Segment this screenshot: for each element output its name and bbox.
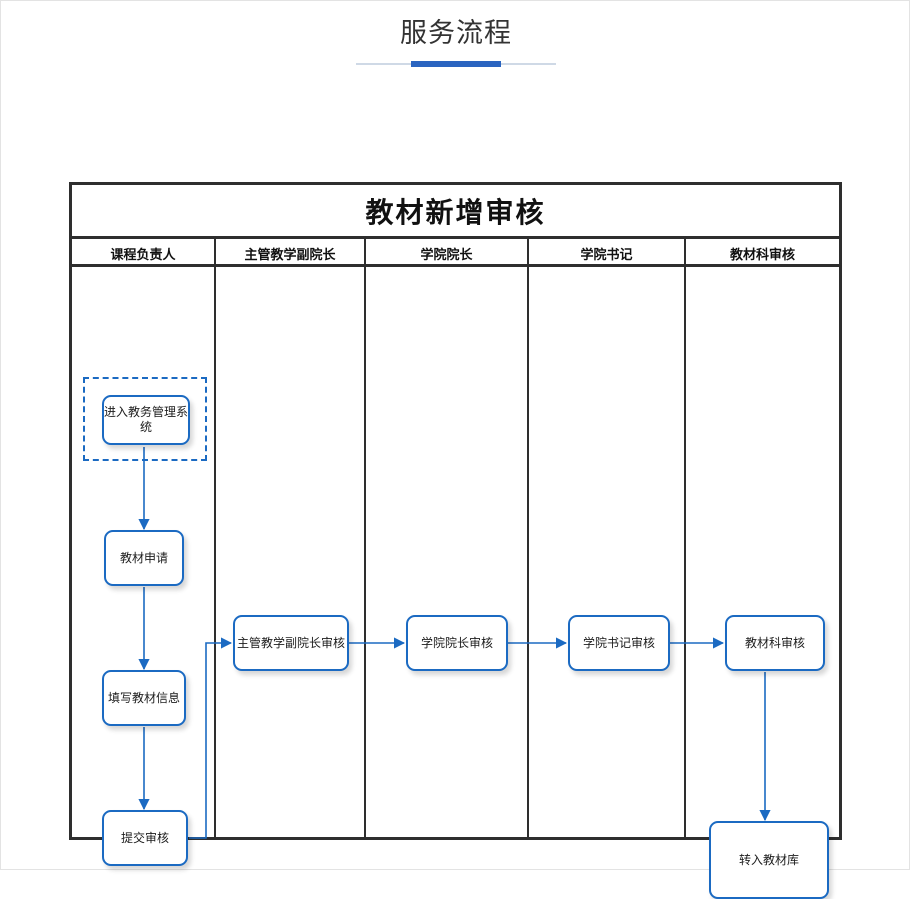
connector-layer <box>138 447 771 839</box>
node-enter-system[interactable]: 进入教务管理系统 <box>102 395 190 445</box>
lane-divider-1 <box>214 267 216 837</box>
lane-header-textbook-dept: 教材科审核 <box>684 239 839 267</box>
lane-divider-2 <box>364 267 366 837</box>
lane-header-course-owner: 课程负责人 <box>110 247 176 263</box>
lane-header-dean: 学院院长 <box>364 239 527 267</box>
lane-divider-3 <box>527 267 529 837</box>
node-dept-review[interactable]: 教材科审核 <box>725 615 825 671</box>
node-secretary-review[interactable]: 学院书记审核 <box>568 615 670 671</box>
edge-submit-review-to-vice-dean-review <box>189 637 233 839</box>
title-underline-accent <box>411 61 501 67</box>
lane-divider-4 <box>684 267 686 837</box>
flowchart-frame: 教材新增审核 课程负责人 主管教学副院长 学院院长 学院书记 教材科审核 <box>69 182 842 899</box>
node-apply[interactable]: 教材申请 <box>104 530 184 586</box>
lane-header-vice-dean: 主管教学副院长 <box>214 239 364 267</box>
node-fill-info[interactable]: 填写教材信息 <box>102 670 186 726</box>
page-title: 服务流程 <box>400 18 512 49</box>
lane-header-secretary: 学院书记 <box>527 239 684 267</box>
node-vice-dean-review[interactable]: 主管教学副院长审核 <box>233 615 349 671</box>
node-into-library[interactable]: 转入教材库 <box>709 821 829 899</box>
lane-header-row: 课程负责人 主管教学副院长 学院院长 学院书记 教材科审核 <box>72 239 839 267</box>
flowchart-title: 教材新增审核 <box>365 195 546 229</box>
node-selection-outline[interactable] <box>83 377 207 461</box>
lane-body: 进入教务管理系统 教材申请 填写教材信息 提交审核 主管教学副院长审核 学院院长… <box>72 267 839 899</box>
flowchart-title-row: 教材新增审核 <box>72 185 839 239</box>
page-header: 服务流程 <box>1 1 910 81</box>
node-submit-review[interactable]: 提交审核 <box>102 810 188 866</box>
node-dean-review[interactable]: 学院院长审核 <box>406 615 508 671</box>
